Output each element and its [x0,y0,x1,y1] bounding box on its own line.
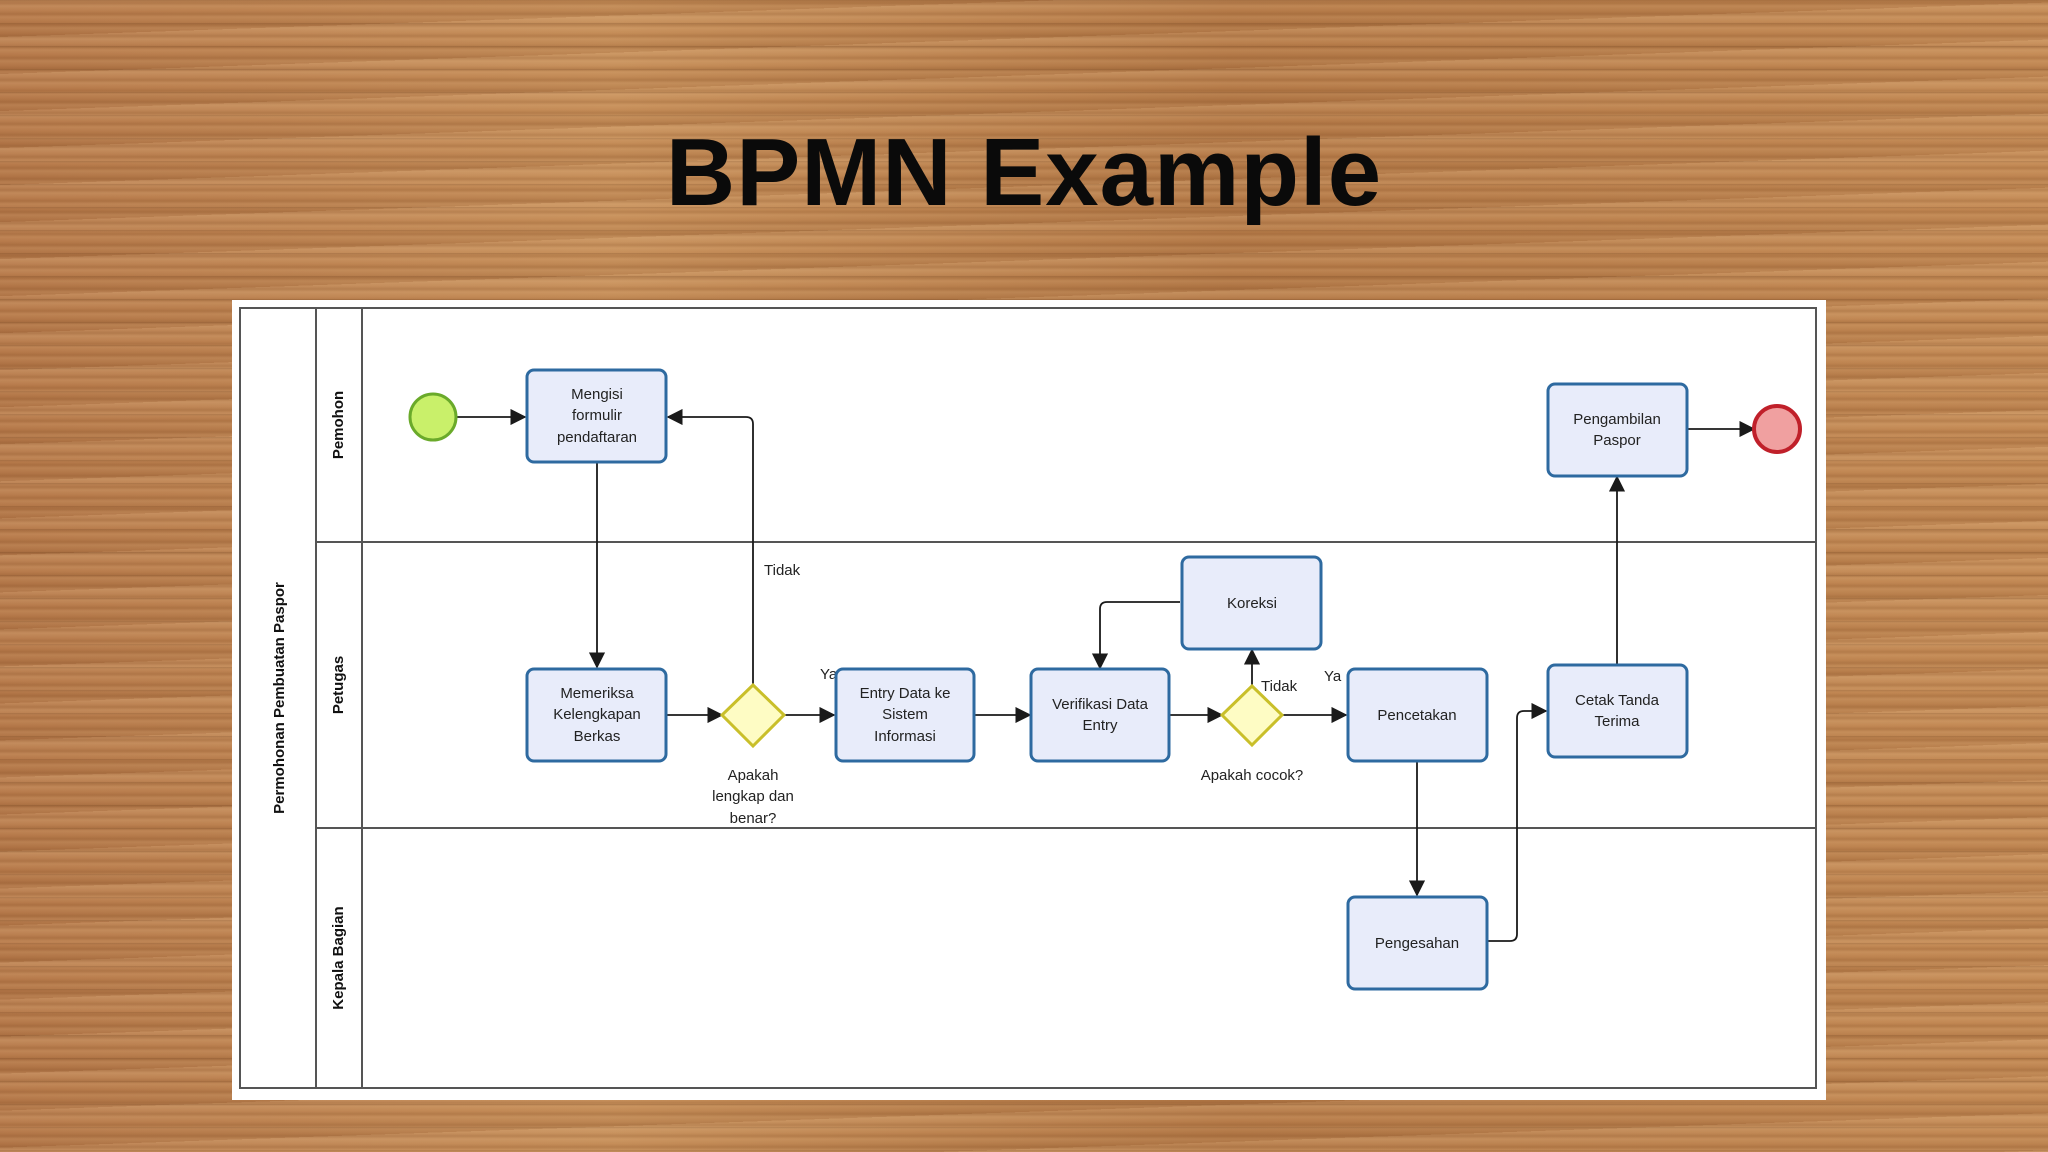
task-mengisi-formulir[interactable]: Mengisi formulir pendaftaran [525,368,668,464]
slide-title: BPMN Example [665,119,1383,226]
task-pengesahan[interactable]: Pengesahan [1346,895,1489,991]
task-verifikasi-line-2: Entry [1082,717,1118,734]
task-memeriksa-kelengkapan[interactable]: Memeriksa Kelengkapan Berkas [525,667,668,763]
lane-title-pemohon: Pemohon [330,391,347,459]
task-mengisi-line-3: pendaftaran [557,429,637,446]
task-mengisi-line-1: Mengisi [571,386,623,403]
pool-title: Permohonan Pembuatan Paspor [271,582,288,814]
lane-pemohon: Pemohon [330,391,347,459]
task-memeriksa-line-1: Memeriksa [560,685,634,702]
gateway-lengkap-label-3: benar? [730,810,777,827]
lane-title-petugas: Petugas [330,656,347,714]
gw2-yes-label: Ya [1324,668,1342,685]
task-koreksi[interactable]: Koreksi [1180,555,1323,651]
task-memeriksa-line-2: Kelengkapan [553,706,641,723]
task-pencetakan-line-1: Pencetakan [1377,707,1456,724]
task-entry-line-2: Sistem [882,706,928,723]
task-pengambilan-line-1: Pengambilan [1573,411,1661,428]
task-verifikasi-data[interactable]: Verifikasi Data Entry [1029,667,1171,763]
pool: Permohonan Pembuatan Paspor [239,307,1817,1089]
gw1-yes-label: Ya [820,666,838,683]
gateway-lengkap[interactable]: Apakah lengkap dan benar? [712,682,794,827]
gw1-no-label: Tidak [764,562,801,579]
task-entry-line-3: Informasi [874,728,936,745]
task-cetak-tanda-terima[interactable]: Cetak Tanda Terima [1546,663,1689,759]
task-pengambilan-line-2: Paspor [1593,432,1641,449]
lane-kepala-bagian: Kepala Bagian [330,906,347,1009]
task-pengesahan-line-1: Pengesahan [1375,935,1459,952]
gateway-cocok-label: Apakah cocok? [1201,767,1304,784]
start-event[interactable] [408,392,458,442]
task-pencetakan[interactable]: Pencetakan [1346,667,1489,763]
lane-petugas: Petugas [330,656,347,714]
lane-title-kepala-bagian: Kepala Bagian [330,906,347,1009]
gateway-lengkap-label-1: Apakah [728,767,779,784]
task-memeriksa-line-3: Berkas [574,728,621,745]
task-cetak-line-1: Cetak Tanda [1575,692,1660,709]
task-koreksi-line-1: Koreksi [1227,595,1277,612]
task-entry-line-1: Entry Data ke [860,685,951,702]
end-event[interactable] [1752,404,1802,454]
bpmn-diagram: Permohonan Pembuatan Paspor Pemohon Petu… [232,300,1826,1100]
task-pengambilan-paspor[interactable]: Pengambilan Paspor [1546,382,1689,478]
flow-gw1-mengisi [666,408,754,685]
sequence-flows [457,408,1756,942]
task-verifikasi-line-1: Verifikasi Data [1052,696,1149,713]
task-entry-data[interactable]: Entry Data ke Sistem Informasi [834,667,976,763]
gateway-lengkap-label-2: lengkap dan [712,788,794,805]
task-mengisi-line-2: formulir [572,407,622,424]
flow-pengesahan-cetak [1488,702,1548,942]
gateway-cocok[interactable]: Apakah cocok? [1201,683,1304,784]
flow-koreksi-verifikasi [1091,601,1180,670]
task-cetak-line-2: Terima [1594,713,1640,730]
gw2-no-label: Tidak [1261,678,1298,695]
